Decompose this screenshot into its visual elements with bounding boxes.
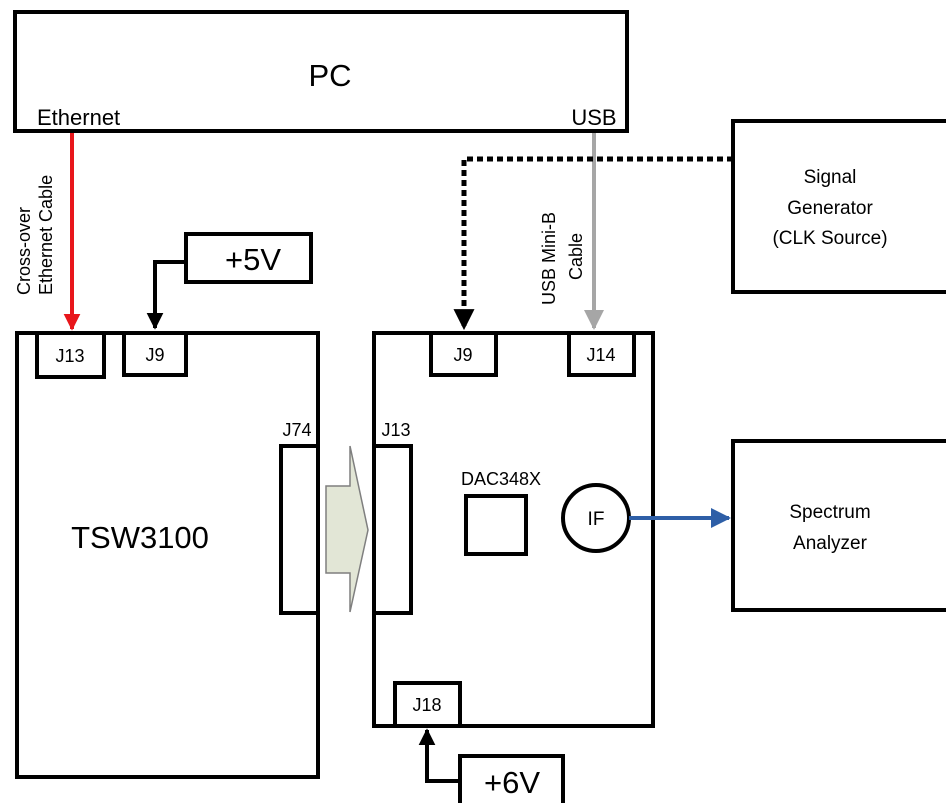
pc-title: PC bbox=[308, 58, 351, 93]
ethernet-cable-label-line1: Cross-over bbox=[14, 207, 34, 295]
signal-generator-label-line1: Signal bbox=[804, 167, 857, 188]
dac-if-label: IF bbox=[588, 509, 605, 530]
supply-5v: +5V bbox=[146, 232, 313, 330]
tsw3100-j13-connector bbox=[35, 331, 106, 379]
signal-generator-box: Signal Generator (CLK Source) bbox=[731, 119, 946, 294]
signal-generator-label-line2: Generator bbox=[787, 198, 873, 219]
tsw3100-j13-label: J13 bbox=[55, 346, 84, 366]
dac-j13-label: J13 bbox=[381, 420, 410, 440]
dac-board: J9 J14 J13 DAC348X IF J18 bbox=[372, 331, 655, 728]
ethernet-cable-label: Cross-over Ethernet Cable bbox=[14, 175, 56, 295]
tsw3100-title: TSW3100 bbox=[71, 520, 209, 555]
spectrum-analyzer-label-line2: Analyzer bbox=[793, 533, 868, 554]
dac-chip-label: DAC348X bbox=[461, 469, 541, 489]
pc-box: PC Ethernet USB bbox=[13, 10, 629, 133]
spectrum-analyzer-box: Spectrum Analyzer bbox=[731, 439, 946, 612]
supply-6v-label: +6V bbox=[484, 765, 540, 800]
ethernet-cable-label-line2: Ethernet Cable bbox=[36, 175, 56, 295]
supply-6v-cable bbox=[418, 728, 460, 783]
supply-5v-label: +5V bbox=[225, 242, 281, 277]
dac-j14-connector bbox=[567, 331, 636, 377]
dac-j14-label: J14 bbox=[586, 345, 615, 365]
tsw3100-j9-label: J9 bbox=[145, 345, 164, 365]
tsw3100-j74-connector bbox=[279, 444, 320, 615]
supply-5v-cable bbox=[146, 260, 186, 330]
usb-cable-label-line2: Cable bbox=[566, 233, 586, 280]
board-connector-arrow bbox=[325, 445, 369, 613]
pc-ethernet-port-label: Ethernet bbox=[37, 105, 120, 130]
pc-usb-port-label: USB bbox=[571, 105, 616, 130]
dac-j9-connector bbox=[429, 331, 498, 377]
dac-j13-connector bbox=[372, 444, 413, 615]
dac-j18-connector bbox=[393, 681, 462, 728]
usb-cable-label: USB Mini-B Cable bbox=[539, 212, 586, 305]
tsw3100-j9-connector bbox=[122, 331, 188, 377]
tsw3100-j74-label: J74 bbox=[282, 420, 311, 440]
usb-cable-label-line1: USB Mini-B bbox=[539, 212, 559, 305]
spectrum-analyzer-label-line1: Spectrum bbox=[789, 502, 870, 523]
dac-chip bbox=[464, 494, 528, 556]
signal-generator-label-line3: (CLK Source) bbox=[772, 228, 887, 249]
dac-j9-label: J9 bbox=[453, 345, 472, 365]
tsw3100-board: TSW3100 J13 J9 J74 bbox=[15, 331, 320, 779]
clock-cable bbox=[453, 156, 733, 331]
supply-6v: +6V bbox=[418, 728, 565, 803]
dac-j18-label: J18 bbox=[412, 695, 441, 715]
